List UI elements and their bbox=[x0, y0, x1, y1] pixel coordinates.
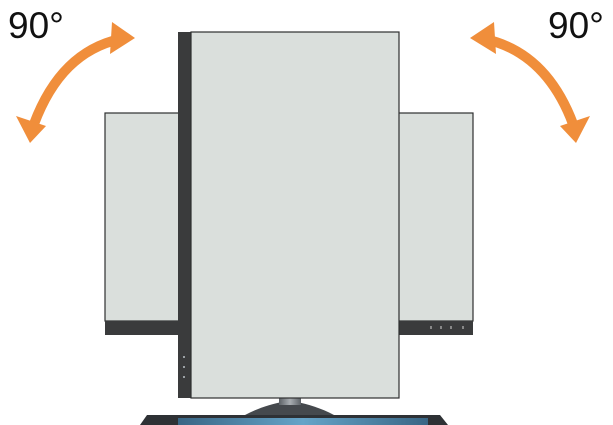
left-rotation-angle-label: 90° bbox=[8, 5, 64, 46]
monitor-stand-base bbox=[140, 415, 448, 425]
right-rotation-angle-label: 90° bbox=[548, 5, 604, 46]
curved-double-arrow-icon bbox=[16, 22, 135, 143]
landscape-monitor-right-panel bbox=[397, 112, 474, 335]
curved-double-arrow-icon bbox=[470, 22, 590, 143]
monitor-stand-neck bbox=[245, 397, 334, 415]
portrait-monitor bbox=[178, 31, 400, 399]
landscape-monitor-left-panel bbox=[104, 112, 182, 335]
